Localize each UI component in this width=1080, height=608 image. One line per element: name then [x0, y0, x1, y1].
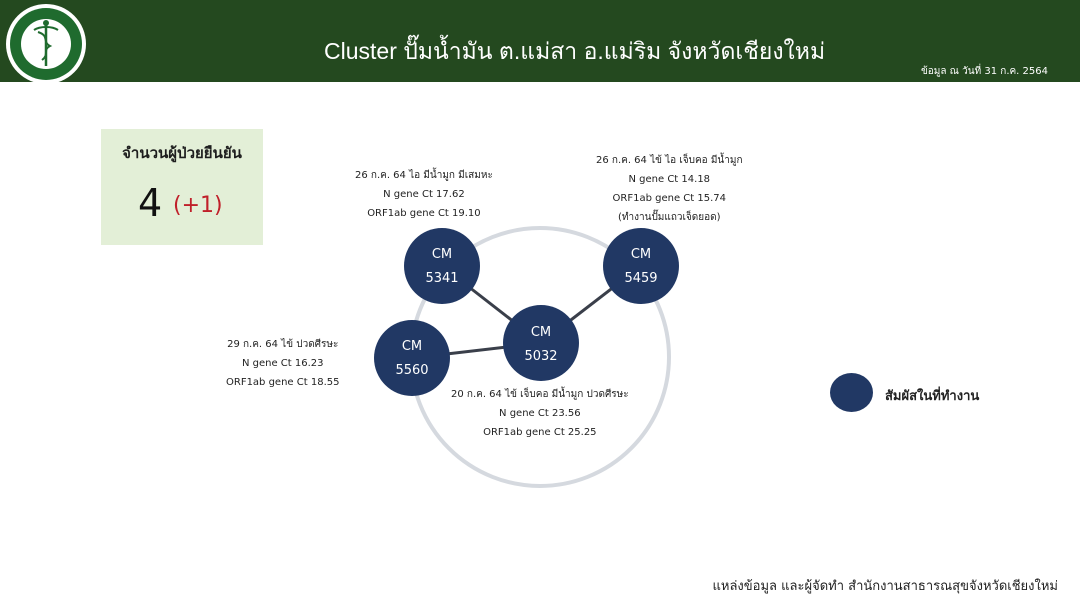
annotation-5560-symptoms: 29 ก.ค. 64 ไข้ ปวดศีรษะ [227, 339, 339, 350]
confirmed-cases-label: จำนวนผู้ป่วยยืนยัน [122, 144, 242, 162]
case-node-5459: CM 5459 [603, 228, 679, 304]
annotation-5459: 26 ก.ค. 64 ไข้ ไอ เจ็บคอ มีน้ำมูก N gene… [596, 151, 743, 227]
annotation-5341-n-gene: N gene Ct 17.62 [383, 189, 465, 200]
confirmed-cases-delta: (+1) [173, 193, 223, 218]
confirmed-cases-count: 4 [138, 181, 163, 225]
confirmed-cases-box: จำนวนผู้ป่วยยืนยัน 4 (+1) [101, 129, 263, 245]
case-node-5032-prefix: CM [531, 325, 551, 340]
data-date-note: ข้อมูล ณ วันที่ 31 ก.ค. 2564 [920, 66, 1048, 77]
page-title: Cluster ปั๊มน้ำมัน ต.แม่สา อ.แม่ริม จังห… [324, 38, 826, 64]
legend-marker [830, 373, 873, 412]
annotation-5341: 26 ก.ค. 64 ไอ มีน้ำมูก มีเสมหะ N gene Ct… [355, 166, 493, 223]
annotation-5032-n-gene: N gene Ct 23.56 [499, 408, 581, 419]
case-node-5341: CM 5341 [404, 228, 480, 304]
annotation-5032: 20 ก.ค. 64 ไข้ เจ็บคอ มีน้ำมูก ปวดศีรษะ … [451, 385, 629, 442]
header-bar: Cluster ปั๊มน้ำมัน ต.แม่สา อ.แม่ริม จังห… [0, 0, 1080, 84]
case-node-5032-id: 5032 [524, 349, 557, 364]
annotation-5459-n-gene: N gene Ct 14.18 [628, 174, 711, 185]
annotation-5560-orf1ab: ORF1ab gene Ct 18.55 [226, 377, 340, 388]
annotation-5459-symptoms: 26 ก.ค. 64 ไข้ ไอ เจ็บคอ มีน้ำมูก [596, 155, 743, 166]
annotation-5341-orf1ab: ORF1ab gene Ct 19.10 [367, 208, 481, 219]
case-node-5560: CM 5560 [374, 320, 450, 396]
annotation-5459-orf1ab: ORF1ab gene Ct 15.74 [612, 193, 726, 204]
annotation-5032-orf1ab: ORF1ab gene Ct 25.25 [483, 427, 597, 438]
case-node-5459-id: 5459 [624, 271, 657, 286]
ministry-logo [6, 4, 86, 84]
annotation-5032-symptoms: 20 ก.ค. 64 ไข้ เจ็บคอ มีน้ำมูก ปวดศีรษะ [451, 389, 629, 400]
legend-label: สัมผัสในที่ทำงาน [885, 389, 980, 404]
case-node-5560-prefix: CM [402, 339, 422, 354]
annotation-5560-n-gene: N gene Ct 16.23 [241, 358, 324, 369]
case-node-5459-prefix: CM [631, 247, 651, 262]
case-node-5341-prefix: CM [432, 247, 452, 262]
source-footer: แหล่งข้อมูล และผู้จัดทำ สำนักงานสาธารณสุ… [712, 579, 1058, 594]
annotation-5341-symptoms: 26 ก.ค. 64 ไอ มีน้ำมูก มีเสมหะ [355, 170, 493, 181]
case-node-5341-id: 5341 [425, 271, 458, 286]
case-node-5560-id: 5560 [395, 363, 428, 378]
annotation-5459-workplace-note: (ทำงานปั๊มแถวเจ็ดยอด) [618, 212, 721, 223]
annotation-5560: 29 ก.ค. 64 ไข้ ปวดศีรษะ N gene Ct 16.23 … [226, 335, 339, 392]
case-node-5032: CM 5032 [503, 305, 579, 381]
